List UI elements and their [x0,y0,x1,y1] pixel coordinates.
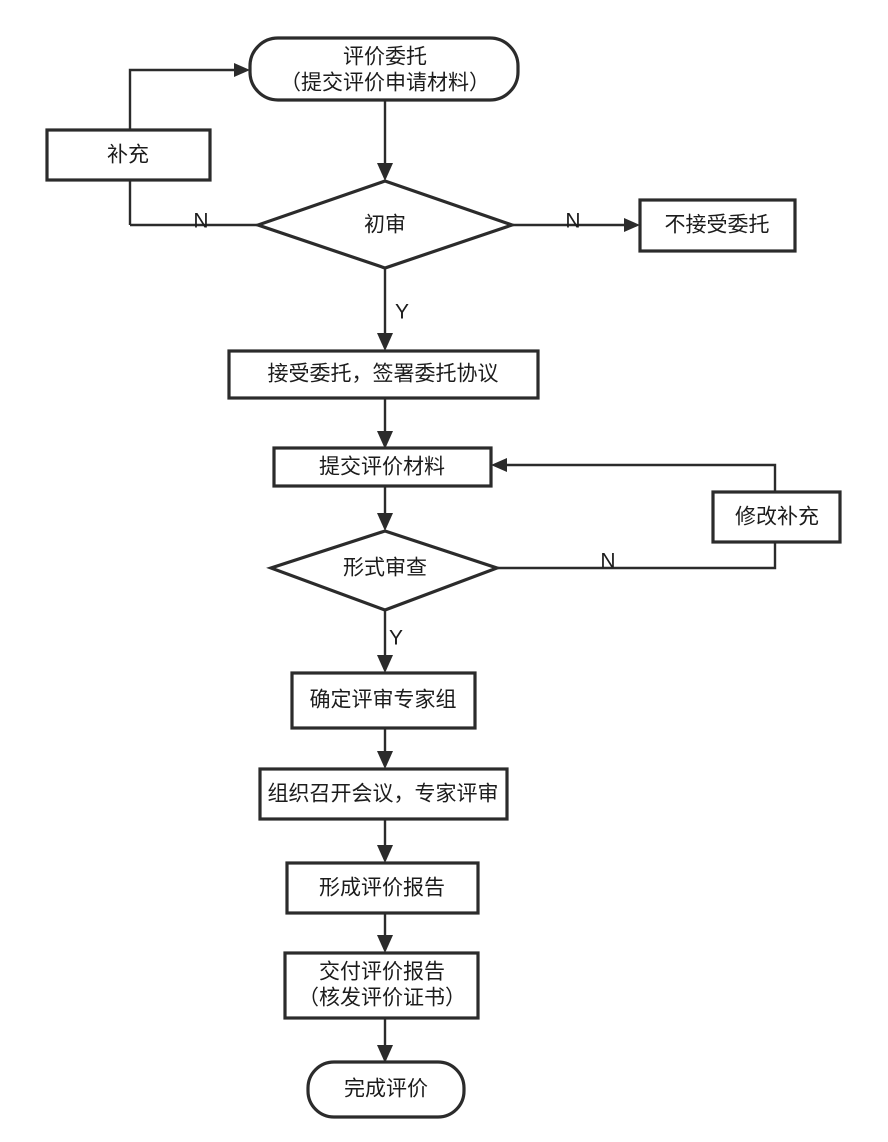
node-hold-meeting-label: 组织召开会议，专家评审 [268,783,499,806]
connector-deliver-to-finish [377,1017,393,1063]
connector-revise-to-submit [491,458,777,492]
node-start-line2: （提交评价申请材料） [280,72,490,95]
node-supplement-label: 补充 [107,144,149,167]
branch-label-preliminary-yes: Y [395,301,409,324]
node-revise-supplement-label: 修改补充 [735,506,819,529]
connector-submit-to-formal [377,485,393,531]
node-preliminary-review[interactable]: 初审 [253,179,517,270]
node-submit-materials-label: 提交评价材料 [319,456,445,479]
node-finish-label: 完成评价 [344,1078,428,1101]
connector-meeting-to-report [377,818,393,863]
branch-label-preliminary-no-left: N [193,210,208,233]
connector-start-to-preliminary [377,100,393,181]
node-form-report[interactable]: 形成评价报告 [285,861,480,915]
node-preliminary-review-label: 初审 [364,214,406,237]
node-supplement[interactable]: 补充 [45,128,212,182]
node-reject[interactable]: 不接受委托 [638,198,797,253]
node-accept-sign[interactable]: 接受委托，签署委托协议 [227,349,540,400]
node-finish[interactable]: 完成评价 [306,1060,466,1119]
branch-label-formal-no: N [600,550,615,573]
node-reject-label: 不接受委托 [665,214,770,237]
branch-label-formal-yes: Y [389,627,403,650]
node-hold-meeting[interactable]: 组织召开会议，专家评审 [258,767,509,821]
connector-formal-no-to-revise [497,542,777,570]
node-expert-panel[interactable]: 确定评审专家组 [290,671,477,730]
node-deliver-report-line2: （核发评价证书） [298,987,466,1010]
node-accept-sign-label: 接受委托，签署委托协议 [268,363,499,386]
node-formal-review[interactable]: 形式审查 [266,529,502,612]
node-form-report-label: 形成评价报告 [319,877,445,900]
node-deliver-report[interactable]: 交付评价报告 （核发评价证书） [283,951,480,1020]
connector-formal-yes [377,610,393,673]
connector-preliminary-yes [377,268,393,351]
node-start[interactable]: 评价委托 （提交评价申请材料） [248,36,520,102]
node-start-line1: 评价委托 [343,46,427,69]
node-formal-review-label: 形式审查 [343,557,427,580]
node-expert-panel-label: 确定评审专家组 [310,689,457,712]
connector-preliminary-no-right [512,218,640,232]
connector-accept-to-submit [377,397,393,449]
node-submit-materials[interactable]: 提交评价材料 [272,446,493,488]
node-revise-supplement[interactable]: 修改补充 [711,490,842,544]
node-deliver-report-line1: 交付评价报告 [319,961,445,984]
branch-label-preliminary-no-right: N [565,210,580,233]
connector-panel-to-meeting [377,728,393,769]
connector-report-to-deliver [377,912,393,953]
